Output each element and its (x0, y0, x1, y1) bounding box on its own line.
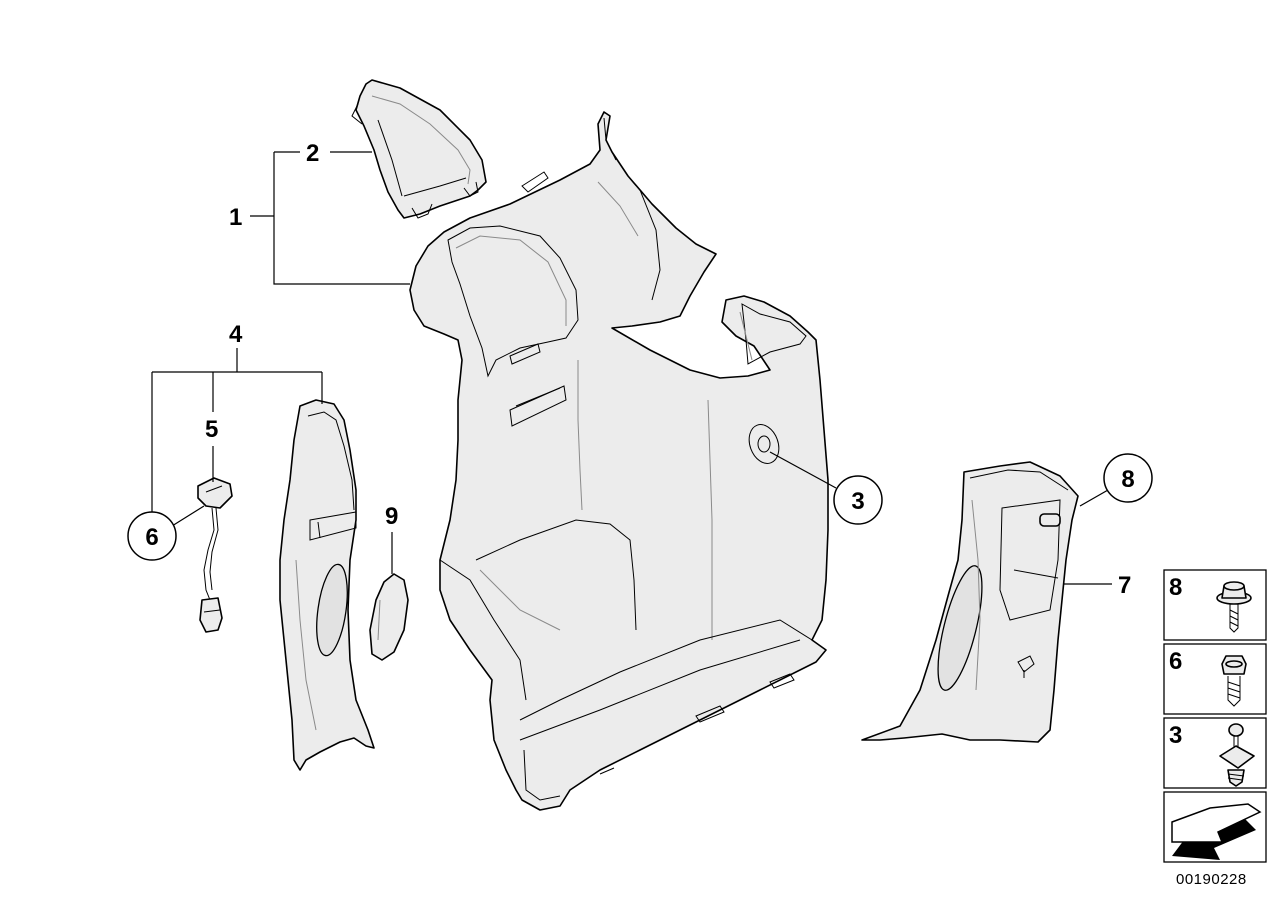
part-1-trim-panel (409, 111, 829, 811)
leader-lines (151, 151, 1112, 585)
reference-code: 00190228 (1176, 871, 1247, 888)
part-9-round-cap (369, 573, 409, 661)
callout-6: 6 (127, 511, 177, 561)
part-label-4: 4 (229, 321, 243, 348)
legend-item-6: 6 (1163, 643, 1267, 715)
screw-with-washer-icon (1216, 581, 1252, 633)
part-5-sensor-cable (197, 477, 233, 633)
part-label-7: 7 (1118, 572, 1131, 599)
part-label-1: 1 (229, 204, 242, 231)
part-label-2: 2 (306, 140, 319, 167)
arrow-icon (1171, 803, 1262, 860)
part-label-9: 9 (385, 503, 398, 530)
callout-3: 3 (833, 475, 883, 525)
part-label-3: 3 (851, 488, 864, 515)
part-number-labels: 1 2 4 5 9 7 3 6 8 (127, 140, 1153, 599)
callout-8: 8 (1103, 453, 1153, 503)
expanding-rivet-icon (1219, 723, 1255, 787)
part-label-6: 6 (145, 524, 158, 551)
part-2-cover-cap (351, 79, 487, 219)
legend-arrow-box (1163, 791, 1267, 863)
screw-icon (1221, 655, 1247, 707)
legend-number-8: 8 (1169, 574, 1182, 601)
legend-number-6: 6 (1169, 648, 1182, 675)
legend-item-3: 3 (1163, 717, 1267, 789)
fastener-legend: 8 6 3 (1163, 569, 1267, 888)
part-4-pillar-trim (279, 399, 375, 771)
part-label-5: 5 (205, 416, 218, 443)
part-label-8: 8 (1121, 466, 1134, 493)
legend-number-3: 3 (1169, 722, 1182, 749)
part-7-pillar-trim (861, 461, 1079, 743)
legend-item-8: 8 (1163, 569, 1267, 641)
